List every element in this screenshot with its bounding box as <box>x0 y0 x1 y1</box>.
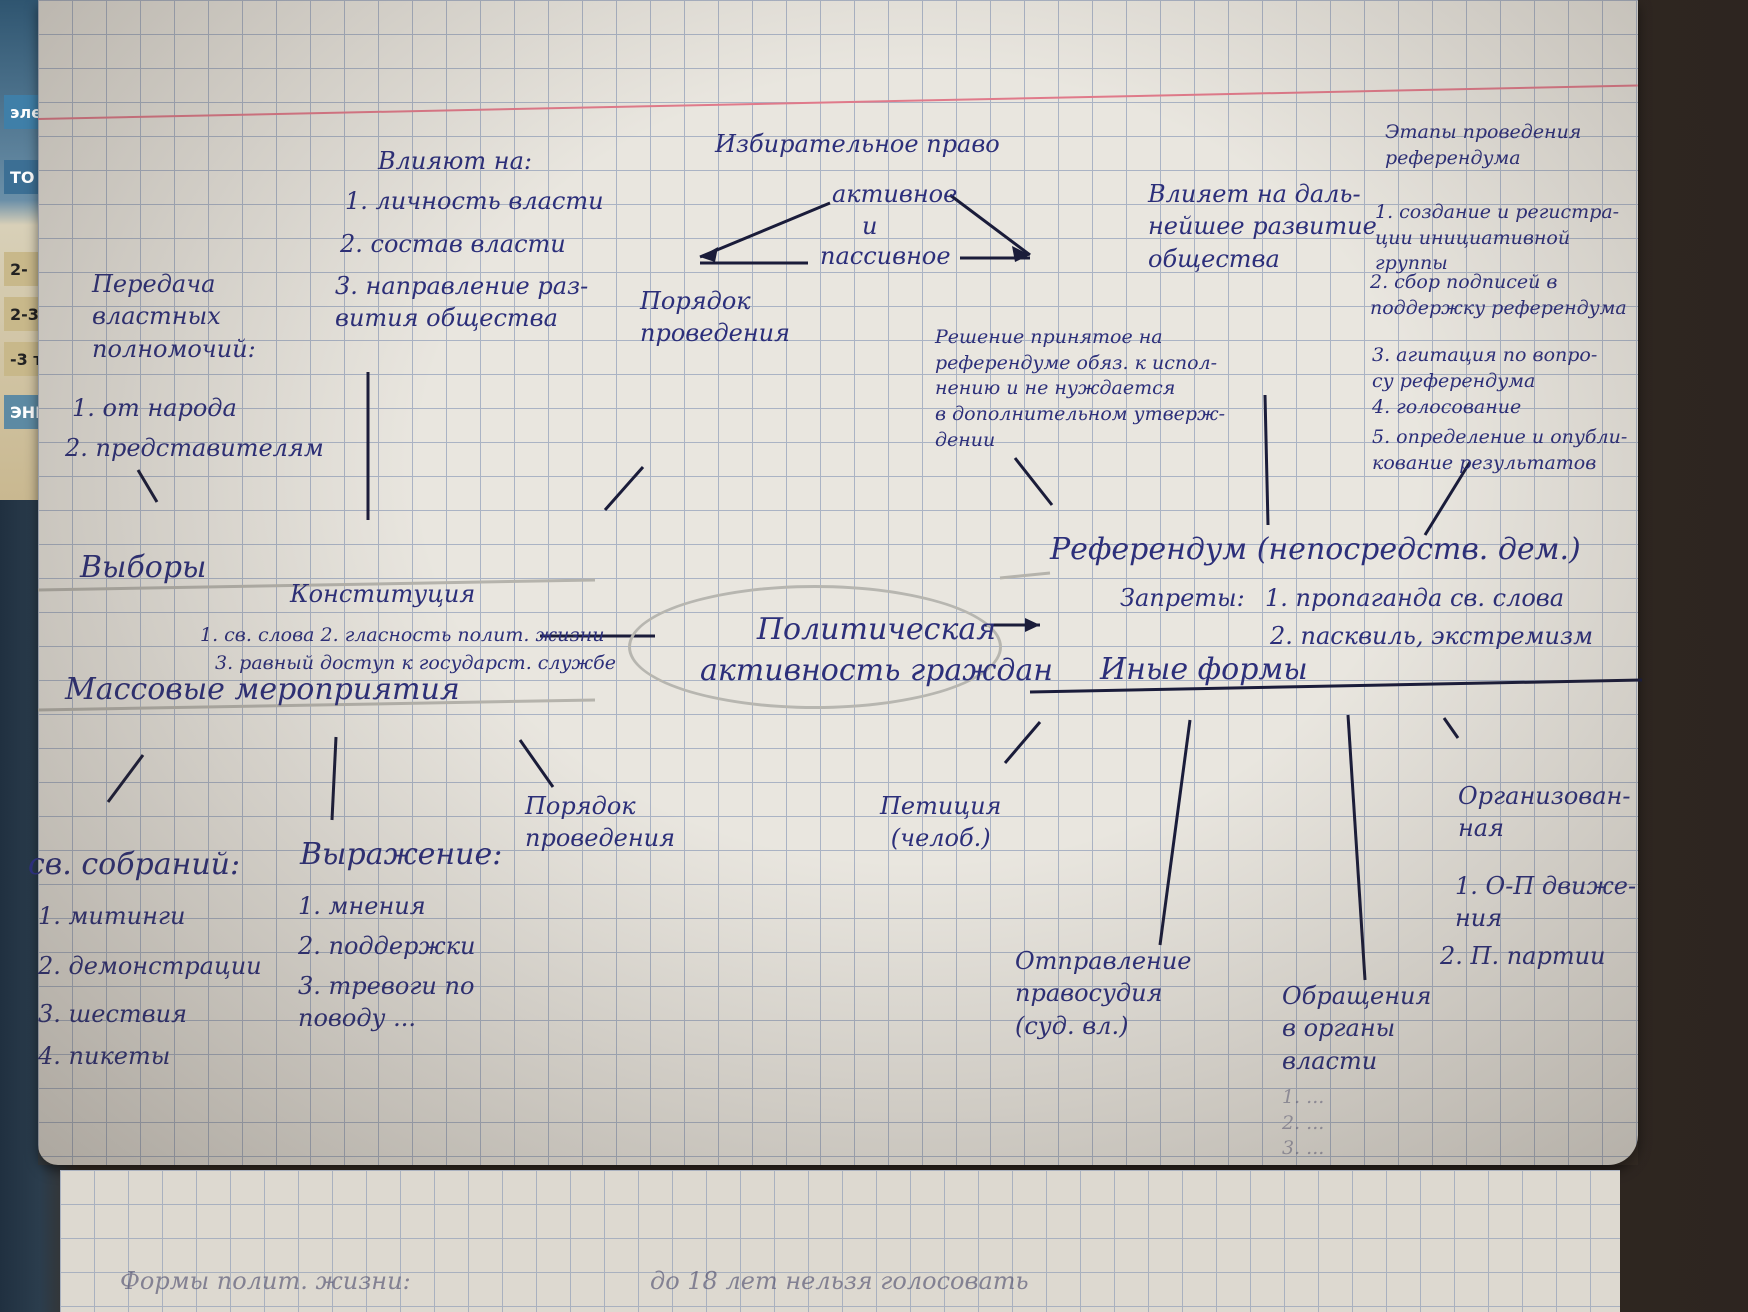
assembly-item: 3. шествия <box>38 1000 187 1028</box>
influence-power-title: Влияют на: <box>378 147 532 175</box>
pencil-line <box>37 578 596 592</box>
constitution-line: 3. равный доступ к государст. службе <box>215 652 616 674</box>
other-forms-label: Иные формы <box>1100 652 1308 687</box>
expression-item: 3. тревоги по поводу ... <box>298 972 475 1033</box>
transfer-title: Передача властных полномочий: <box>92 270 256 363</box>
appeals-title: Обращения в органы власти <box>1282 982 1432 1075</box>
suffrage-title: Избирательное право <box>715 130 1000 158</box>
referendum-stages-title: Этапы проведения референдума <box>1385 121 1582 169</box>
elections-label: Выборы <box>80 550 207 585</box>
assembly-item: 4. пикеты <box>38 1042 171 1070</box>
expression-title: Выражение: <box>300 837 503 872</box>
notebook-next-page <box>60 1170 1620 1312</box>
expression-item: 1. мнения <box>298 892 426 920</box>
branch-line <box>1158 719 1192 946</box>
referendum-ban: 1. пропаганда св. слова <box>1265 584 1565 612</box>
branch-line <box>1423 461 1472 536</box>
branch-line <box>1442 717 1460 739</box>
bottom-page-note: до 18 лет нельзя голосовать <box>650 1267 1029 1295</box>
organized-title: Организован- ная <box>1458 782 1631 843</box>
mass-events-label: Массовые мероприятия <box>65 672 460 707</box>
procedure-label: Порядок проведения <box>640 287 791 348</box>
influence-item: 3. направление раз- вития общества <box>335 272 589 333</box>
branch-line <box>136 469 159 503</box>
notebook-page <box>38 0 1638 1165</box>
suffrage-passive: пассивное <box>820 242 951 270</box>
suffrage-active: активное <box>832 180 958 208</box>
center-ellipse <box>628 585 1002 709</box>
branch-line <box>1263 394 1270 526</box>
branch-line <box>1003 721 1042 764</box>
referendum-stage: 5. определение и опубли- кование результ… <box>1372 426 1628 474</box>
referendum-stage: 1. создание и регистра- ции инициативной… <box>1375 201 1620 275</box>
bottom-page-heading: Формы полит. жизни: <box>120 1267 411 1295</box>
organized-item: 1. О-П движе- ния <box>1455 872 1637 933</box>
branch-line <box>518 739 555 788</box>
referendum-ban: 2. пасквиль, экстремизм <box>1270 622 1593 650</box>
constitution-line: 1. св. слова 2. гласность полит. жизни <box>200 624 605 646</box>
justice-label: Отправление правосудия (суд. вл.) <box>1015 947 1192 1040</box>
transfer-item: 2. представителям <box>65 434 324 462</box>
branch-line <box>603 466 645 511</box>
organized-item: 2. П. партии <box>1440 942 1606 970</box>
pencil-line <box>37 698 596 712</box>
arrow-line <box>949 193 1031 257</box>
arrow-line <box>699 201 831 259</box>
branch-line <box>1013 457 1054 506</box>
referendum-bans-title: Запреты: <box>1120 584 1245 612</box>
appeals-faint: 1. ... 2. ... 3. ... <box>1282 1086 1325 1160</box>
transfer-item: 1. от народа <box>72 394 237 422</box>
referendum-stage: 2. сбор подписей в поддержку референдума <box>1370 271 1627 319</box>
petition-label: Петиция (челоб.) <box>880 792 1002 853</box>
influence-item: 1. личность власти <box>345 187 604 215</box>
expression-item: 2. поддержки <box>298 932 476 960</box>
arrow-head <box>700 247 718 262</box>
arrow-head <box>1012 246 1030 262</box>
constitution-title: Конституция <box>290 580 476 608</box>
branch-line <box>106 754 145 803</box>
referendum-stage: 3. агитация по вопро- су референдума <box>1372 344 1598 392</box>
suffrage-and: и <box>862 212 878 240</box>
pencil-line <box>999 571 1051 580</box>
referendum-influence: Влияет на даль- нейшее развитие общества <box>1148 180 1377 273</box>
referendum-title: Референдум (непосредств. дем.) <box>1050 532 1581 567</box>
underline <box>1029 678 1643 694</box>
assembly-title: св. собраний: <box>28 847 241 882</box>
assembly-item: 2. демонстрации <box>38 952 262 980</box>
branch-line <box>1346 714 1367 981</box>
order-procedure-label: Порядок проведения <box>525 792 676 853</box>
referendum-decision: Решение принятое на референдуме обяз. к … <box>935 326 1226 451</box>
branch-line <box>330 736 338 821</box>
influence-item: 2. состав власти <box>340 230 566 258</box>
arrow-head <box>1025 618 1040 632</box>
referendum-stage: 4. голосование <box>1372 396 1522 418</box>
assembly-item: 1. митинги <box>38 902 186 930</box>
center-title: Политическая активность граждан <box>700 612 1053 688</box>
